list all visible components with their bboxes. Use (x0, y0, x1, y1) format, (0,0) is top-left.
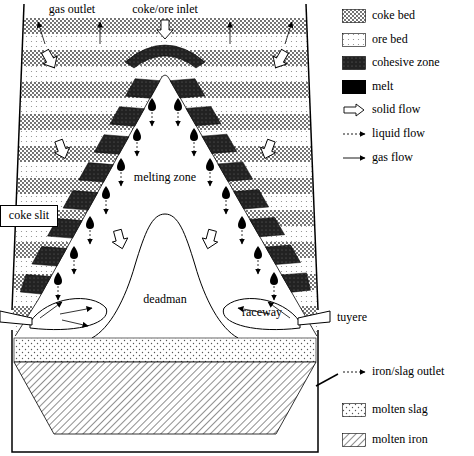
legend-sample (342, 433, 366, 447)
droplet (174, 98, 182, 126)
burden-layers (0, 18, 330, 338)
solid-arrow (157, 20, 173, 39)
legend-sample (342, 56, 366, 70)
gas-arrow (62, 320, 88, 326)
legend-text: molten slag (372, 403, 428, 416)
legend-text: iron/slag outlet (372, 365, 444, 378)
molten-iron (14, 362, 316, 434)
solid-flow-arrows (38, 20, 292, 251)
wall (12, 4, 24, 310)
gas-arrow (60, 308, 92, 314)
legend-text: coke bed (372, 9, 415, 22)
legend-swatch (342, 80, 366, 94)
cohesive-segment (202, 134, 237, 153)
tuyere-symbol (0, 311, 32, 325)
legend-text: melt (372, 80, 393, 93)
wall (306, 4, 318, 310)
part-label: tuyere (337, 311, 367, 324)
melt-droplets (54, 98, 278, 300)
cohesive-segment (32, 247, 67, 267)
zone-label: melting zone (134, 171, 196, 184)
legend-sample (342, 103, 366, 117)
cohesive-segment (110, 107, 145, 127)
solid-arrow (200, 228, 220, 250)
callout-box: coke slit (0, 205, 58, 227)
zone-label: deadman (143, 293, 186, 306)
cohesive-segment (20, 275, 51, 295)
legend-sample (342, 403, 366, 417)
legend-sample (342, 127, 366, 141)
gas-arrow (40, 302, 62, 318)
legend-text: molten iron (372, 433, 428, 446)
droplet (86, 216, 94, 244)
solid-arrow (51, 138, 73, 161)
gas-arrow (100, 22, 101, 44)
cohesive-segment (186, 106, 221, 125)
raceway-right (223, 299, 300, 330)
node-text: coke slit (9, 209, 49, 222)
raceway-left (30, 299, 107, 330)
tuyere-symbol (298, 311, 330, 325)
port-label: gas outlet (49, 3, 95, 16)
cohesive-segment (94, 135, 129, 155)
cohesive-segment (218, 162, 253, 181)
melting-zone (14, 75, 318, 338)
legend-text: gas flow (372, 151, 413, 164)
solid-arrow (38, 47, 61, 71)
cohesive-segment (250, 217, 285, 236)
gas-arrow (285, 22, 292, 44)
droplet (254, 246, 262, 274)
solid-arrow (110, 228, 130, 250)
droplet (222, 186, 230, 214)
cohesive-segment (234, 190, 269, 209)
legend-sample (342, 9, 366, 23)
legend-sample (342, 365, 366, 379)
droplet (102, 186, 110, 214)
furnace-walls (12, 4, 318, 452)
gas-flow-arrows (38, 22, 292, 44)
legend-text: cohesive zone (372, 56, 440, 69)
hearth-wall (12, 330, 318, 452)
deadman-outline (92, 214, 238, 338)
droplet (117, 158, 125, 186)
legend-text: liquid flow (372, 127, 425, 140)
legend-sample (342, 151, 366, 165)
cohesive-dome (125, 45, 205, 68)
droplet (190, 128, 198, 156)
port-label: coke/ore inlet (132, 3, 198, 16)
gas-arrow (230, 22, 231, 44)
droplet (148, 98, 156, 126)
legend-text: ore bed (372, 33, 408, 46)
cohesive-zone (20, 45, 310, 294)
ore-layer (0, 18, 330, 338)
cohesive-segment (125, 79, 160, 99)
molten-slag (14, 338, 316, 362)
droplet (70, 246, 78, 274)
zone-label: raceway (242, 306, 282, 319)
gas-arrow (38, 22, 45, 44)
legend-sample (342, 33, 366, 47)
cohesive-segment (63, 191, 98, 211)
cohesive-segment (266, 245, 301, 264)
droplet (133, 128, 141, 156)
tap-hole (316, 374, 338, 386)
cohesive-segment (282, 273, 311, 292)
cohesive-segment (170, 79, 205, 98)
droplet (54, 272, 62, 300)
cohesive-segment (79, 163, 114, 183)
droplet (238, 216, 246, 244)
solid-arrow (269, 47, 292, 71)
solid-arrow (257, 138, 279, 161)
legend-text: solid flow (372, 103, 420, 116)
droplet (206, 158, 214, 186)
droplet (270, 272, 278, 300)
